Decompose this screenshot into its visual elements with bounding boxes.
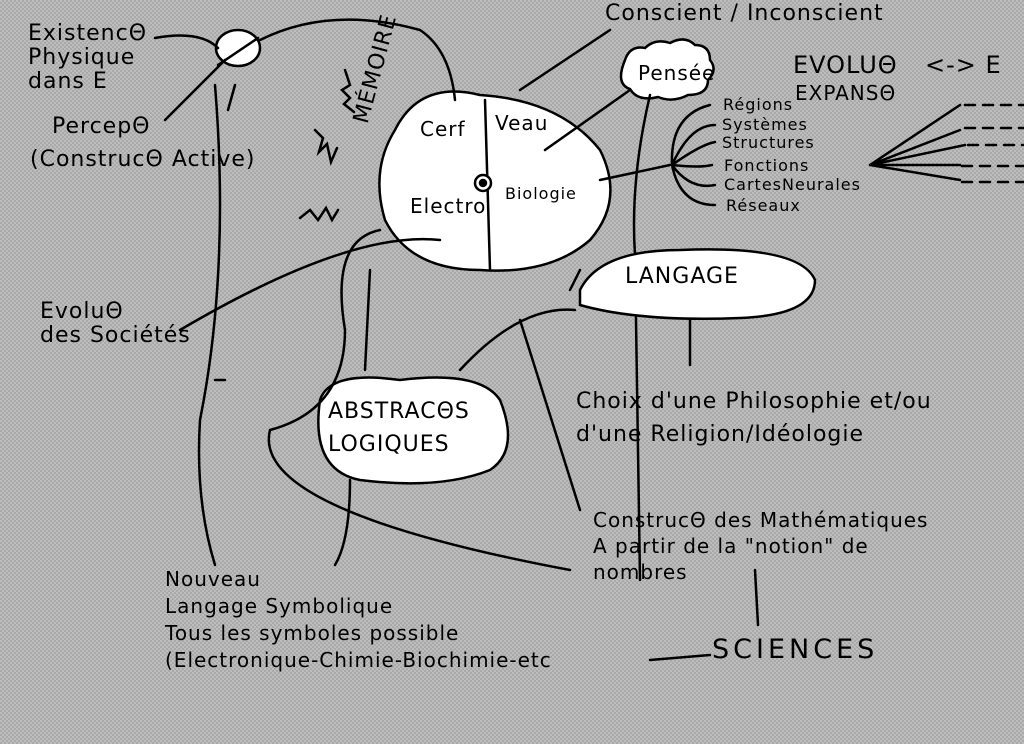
choix-label: Choix d'une Philosophie et/ou d'une Reli… xyxy=(576,389,932,447)
evolution-label: EVOLUΘ xyxy=(793,51,898,79)
sciences-label: SCIENCES xyxy=(712,634,879,665)
brain-shape xyxy=(378,90,612,272)
nouveau-langage-label: Nouveau Langage Symbolique Tous les symb… xyxy=(165,567,552,672)
brain-item: Systèmes xyxy=(722,115,808,134)
cerveau-right-label: Veau xyxy=(495,111,549,135)
arrow-e-label: <-> E xyxy=(925,51,1002,79)
evolution-societes-label: EvoluΘ des Sociétés xyxy=(40,299,191,349)
eye-shape xyxy=(214,28,262,68)
brain-item: Régions xyxy=(723,95,794,114)
mathematiques-label: ConstrucΘ des Mathématiques A partir de … xyxy=(593,508,929,584)
brain-item: CartesNeurales xyxy=(724,175,861,194)
conscient-label: Conscient / Inconscient xyxy=(605,1,884,26)
pensee-label: Pensée xyxy=(638,61,716,85)
abstractions-shape xyxy=(317,376,510,485)
pensee-cloud xyxy=(619,38,715,101)
brain-item: Réseaux xyxy=(726,196,801,215)
brain-item: Fonctions xyxy=(724,156,810,175)
cerveau-left-label: Cerf xyxy=(420,117,466,141)
expansion-label: EXPANSΘ xyxy=(795,81,897,105)
langage-label: LANGAGE xyxy=(625,264,739,289)
brain-item: Structures xyxy=(722,133,815,152)
perception-label: PercepΘ xyxy=(52,114,151,139)
abstractions-label: ABSTRACΘS LOGIQUES xyxy=(328,399,470,457)
construction-active-label: (ConstrucΘ Active) xyxy=(30,147,256,172)
existence-label: ExistencΘ Physique dans E xyxy=(28,21,148,95)
biologie-label: Biologie xyxy=(505,184,577,203)
langage-shape xyxy=(578,248,817,320)
electro-label: Electro xyxy=(410,194,487,218)
